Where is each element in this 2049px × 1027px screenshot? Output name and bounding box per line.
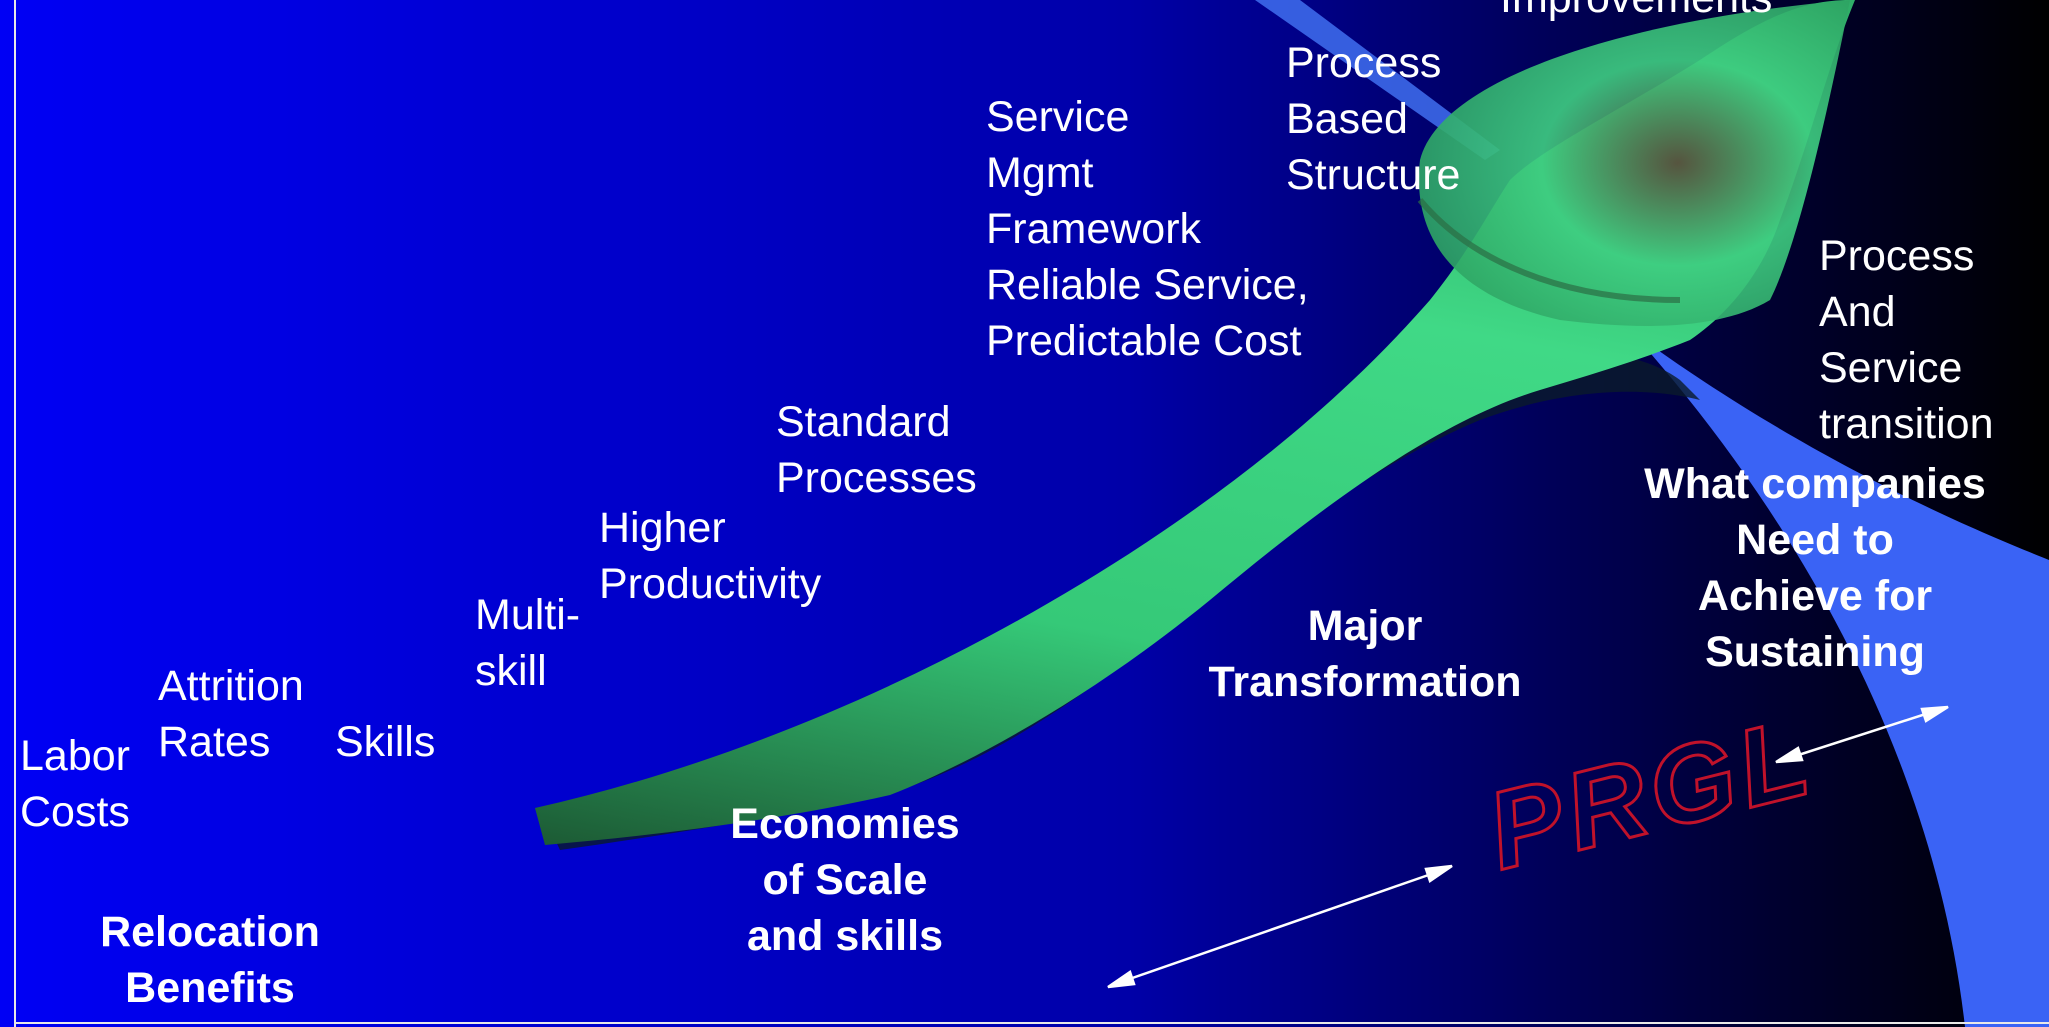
slide-frame-bottom bbox=[14, 1022, 2049, 1024]
label-improvements: Improvements bbox=[1500, 0, 1772, 26]
label-reliable-service: Reliable Service, Predictable Cost bbox=[986, 261, 1309, 365]
phase-sustaining: What companies Need to Achieve for Susta… bbox=[1644, 460, 1986, 676]
label-multi-skill: Multi- skill bbox=[475, 591, 581, 695]
label-process-based-structure: Process Based Structure bbox=[1286, 39, 1461, 199]
sustaining-sweep-band bbox=[1630, 330, 2049, 1027]
label-process-service-transition: Process And Service transition bbox=[1819, 232, 1994, 448]
phase-relocation-benefits: Relocation Benefits bbox=[100, 908, 320, 1012]
arrow-cone-head bbox=[1418, 0, 1850, 326]
double-headed-arrow-icon bbox=[1107, 864, 1453, 989]
phase-major-transformation: Major Transformation bbox=[1208, 602, 1522, 706]
label-higher-productivity: Higher Productivity bbox=[599, 504, 822, 608]
label-standard-processes: Standard Processes bbox=[776, 398, 977, 502]
double-headed-arrow-icon bbox=[1775, 705, 1949, 764]
label-attrition-rates: Attrition Rates bbox=[158, 662, 304, 766]
top-streak bbox=[1255, 0, 1500, 160]
phase-economies-of-scale: Economies of Scale and skills bbox=[730, 800, 960, 960]
label-labor-costs: Labor Costs bbox=[20, 732, 130, 836]
slide-frame-left bbox=[14, 0, 16, 1027]
label-skills: Skills bbox=[335, 718, 436, 766]
label-service-mgmt-framework: Service Mgmt Framework bbox=[986, 93, 1202, 253]
arrow-cone-rim bbox=[1417, 198, 1681, 303]
